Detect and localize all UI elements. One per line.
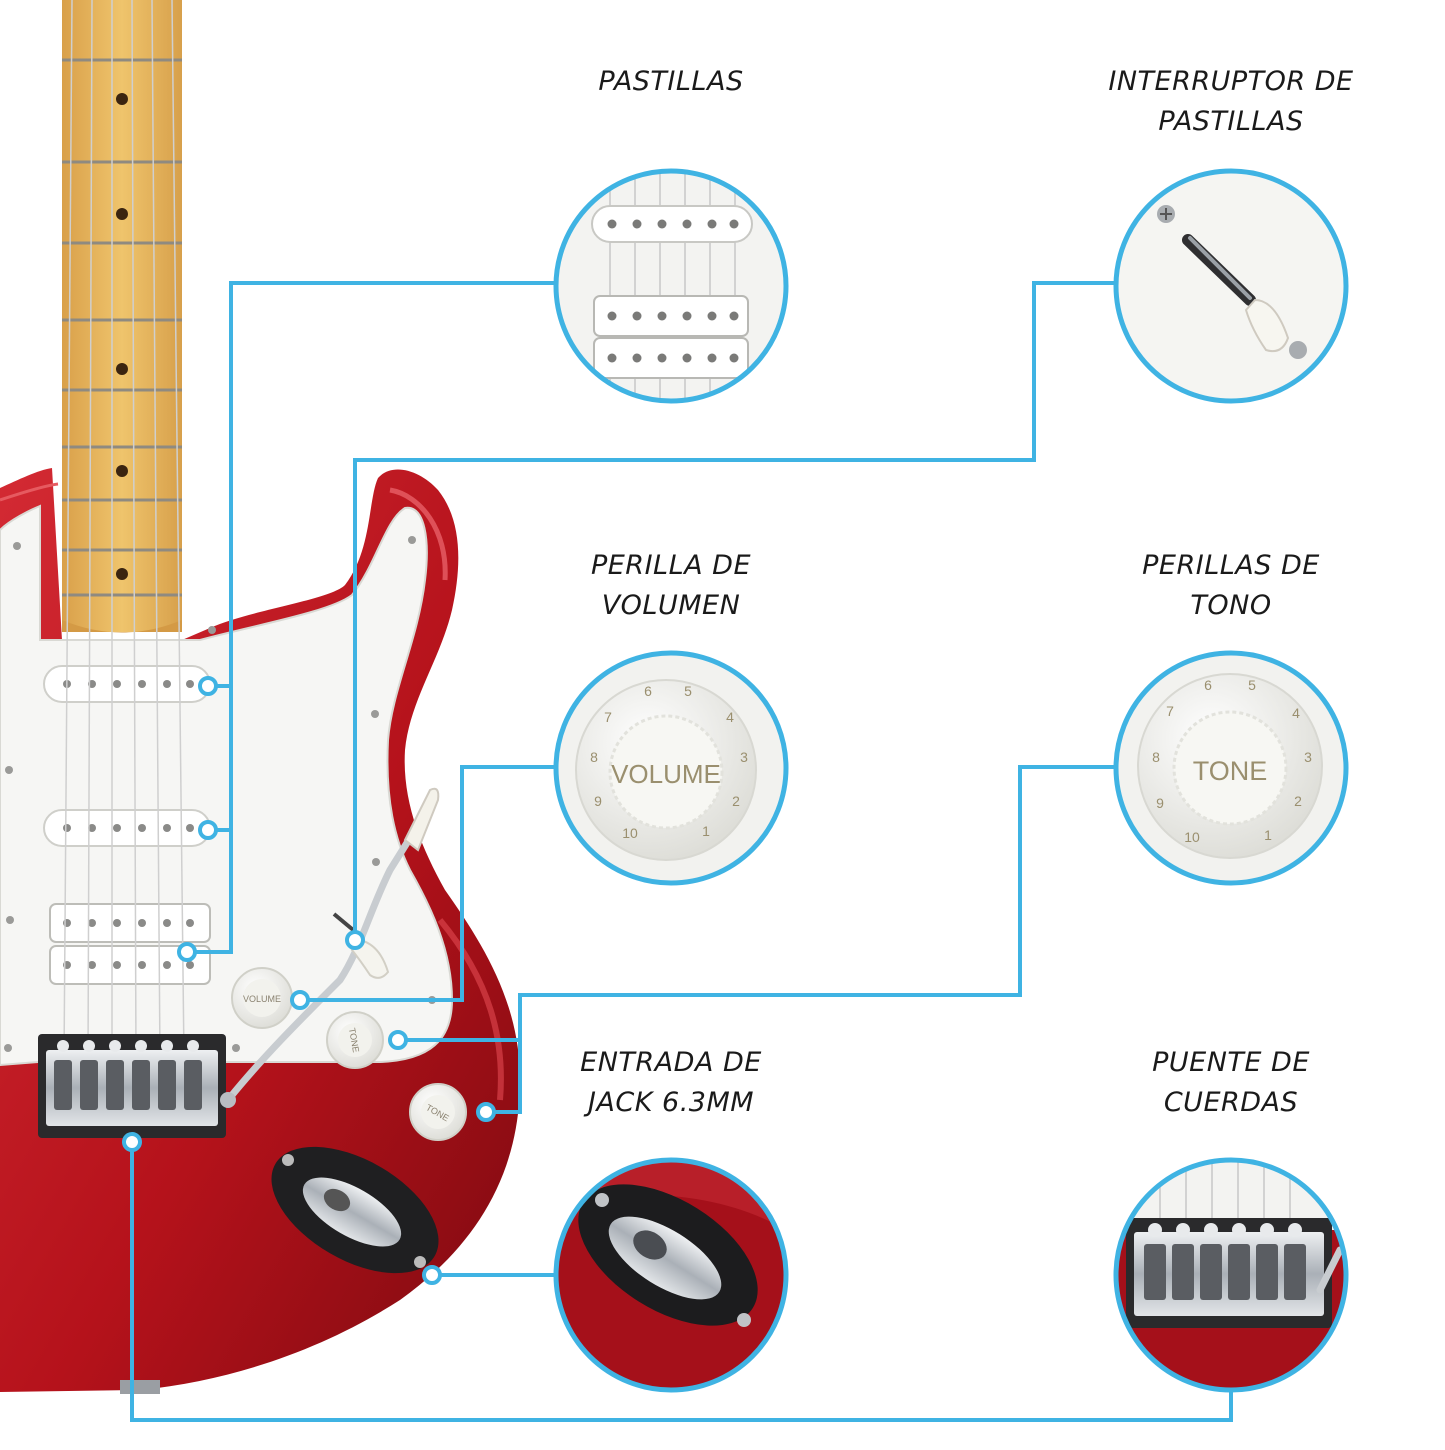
label-jack-input-line-2: JACK 6.3MM [587,1087,755,1118]
label-jack-input: ENTRADA DE JACK 6.3MM [541,1043,801,1123]
volume-scale-7: 7 [604,709,612,725]
detail-tone-knob: TONE 1 2 3 4 5 6 7 8 9 10 [1113,650,1349,886]
guitar-bridge [38,1034,226,1138]
label-bridge: PUENTE DE CUERDAS [1101,1043,1361,1123]
tone-scale-4: 4 [1292,705,1300,721]
switch-connector [353,281,1116,940]
volume-connector [300,765,556,1002]
detail-volume-knob: VOLUME 1 2 3 4 5 6 7 8 9 10 [553,650,789,886]
label-volume-knob-line-2: VOLUMEN [601,590,741,621]
guitar-neck [62,0,182,632]
detail-pickups [553,168,789,404]
label-pickups-line-1: PASTILLAS [598,66,744,97]
tone-scale-2: 2 [1294,793,1302,809]
tremolo-arm [224,826,419,1104]
guitar-tone-text-1: TONE [347,1027,361,1053]
tone-scale-7: 7 [1166,703,1174,719]
volume-scale-5: 5 [684,683,692,699]
frets [62,58,182,597]
guitar: VOLUME TONE TONE [0,0,520,1394]
volume-scale-1: 1 [702,823,710,839]
tone-scale-5: 5 [1248,677,1256,693]
guitar-output-jack [271,1146,439,1274]
detail-jack-input [553,1157,789,1393]
volume-scale-9: 9 [594,793,602,809]
guitar-volume-text: VOLUME [243,994,281,1004]
fret-markers [116,93,128,580]
label-bridge-line-1: PUENTE DE [1152,1047,1310,1078]
label-pickup-switch: INTERRUPTOR DE PASTILLAS [1086,62,1376,142]
tone-scale-3: 3 [1304,749,1312,765]
pickups-connector [187,281,556,954]
tone-scale-9: 9 [1156,795,1164,811]
label-volume-knob-line-1: PERILLA DE [590,550,752,581]
tone-scale-8: 8 [1152,749,1160,765]
volume-knob-label: VOLUME [611,759,721,789]
label-pickups: PASTILLAS [551,62,791,102]
tone-scale-1: 1 [1264,827,1272,843]
guitar-knobs: VOLUME TONE TONE [231,967,467,1141]
guitar-pickups [43,665,211,985]
label-tone-knobs-line-2: TONO [1190,590,1272,621]
volume-scale-10: 10 [622,825,638,841]
volume-scale-4: 4 [726,709,734,725]
label-bridge-line-2: CUERDAS [1163,1087,1299,1118]
connector-dots [122,676,496,1285]
volume-scale-6: 6 [644,683,652,699]
tone-scale-6: 6 [1204,677,1212,693]
label-pickup-switch-line-1: INTERRUPTOR DE [1108,66,1354,97]
connector-lines [130,281,1233,1422]
tone-connector [486,765,1116,1114]
label-tone-knobs: PERILLAS DE TONO [1096,546,1366,626]
volume-scale-3: 3 [740,749,748,765]
tone-knob-label: TONE [1193,756,1268,786]
label-pickup-switch-line-2: PASTILLAS [1158,106,1304,137]
detail-pickup-switch [1113,168,1349,404]
label-tone-knobs-line-1: PERILLAS DE [1142,550,1320,581]
volume-scale-2: 2 [732,793,740,809]
label-jack-input-line-1: ENTRADA DE [580,1047,762,1078]
detail-bridge [1113,1157,1349,1393]
tone-scale-10: 10 [1184,829,1200,845]
volume-scale-8: 8 [590,749,598,765]
strings [63,0,185,1061]
label-volume-knob: PERILLA DE VOLUMEN [541,546,801,626]
bridge-connector [130,1142,1233,1422]
